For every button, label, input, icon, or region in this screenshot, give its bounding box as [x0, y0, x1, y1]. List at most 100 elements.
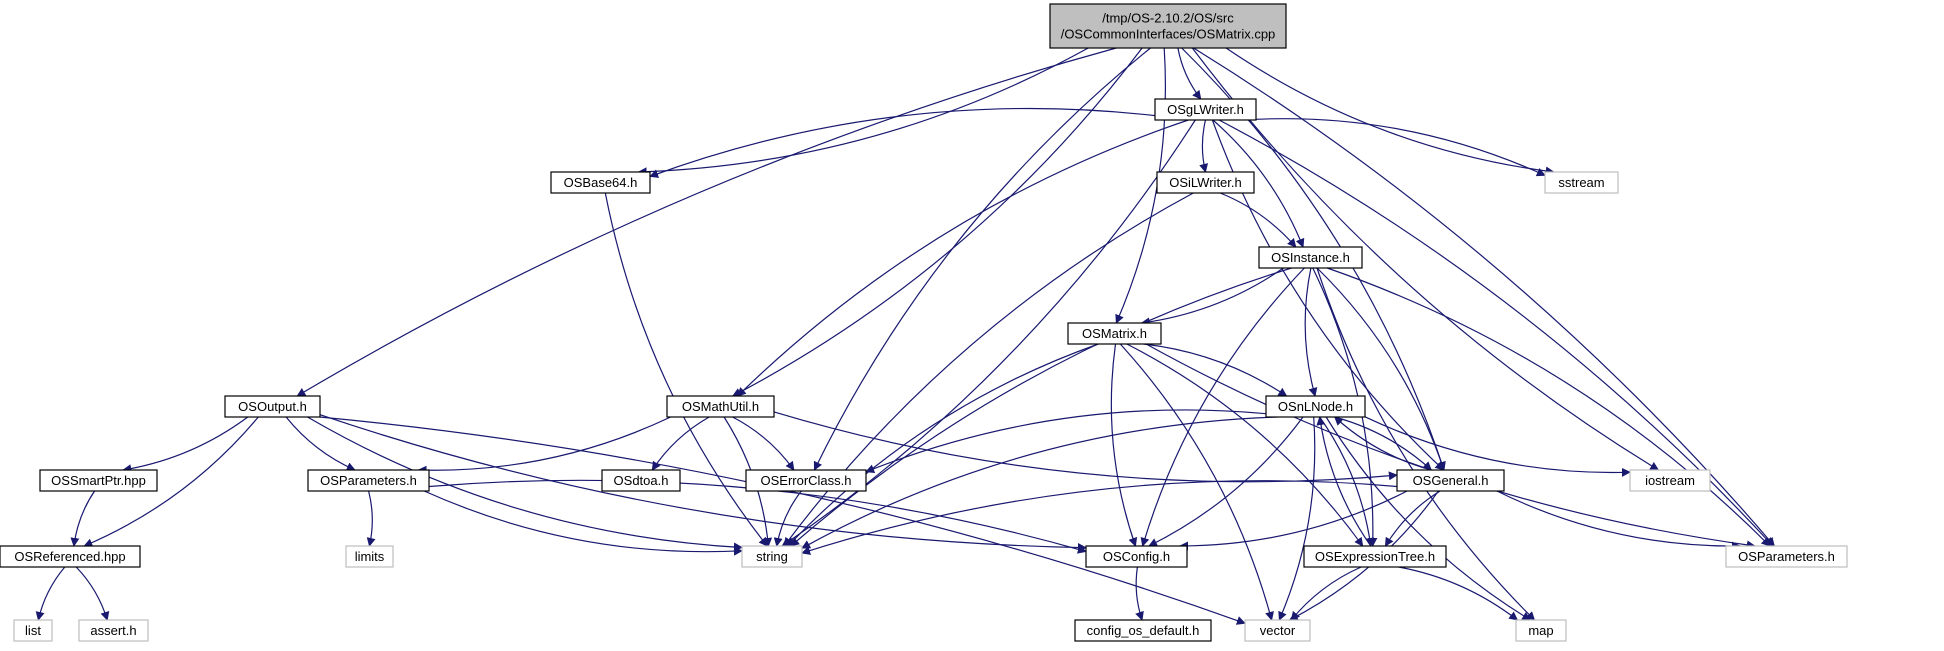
node-box — [13, 619, 53, 642]
node-map: map — [1515, 619, 1567, 642]
edge-line — [366, 490, 376, 547]
node-label: OSSmartPtr.hpp — [51, 473, 146, 488]
node-label: OSBase64.h — [564, 175, 638, 190]
edge-line — [801, 480, 1398, 555]
edge-OSMathUtil_h-to-OSParameters_h_l — [417, 416, 671, 475]
node-label: /tmp/OS-2.10.2/OS/src — [1102, 11, 1234, 26]
node-box — [741, 545, 803, 568]
node-label: OSInstance.h — [1271, 250, 1350, 265]
edge-line — [1325, 416, 1532, 621]
node-label: OSMatrix.h — [1082, 326, 1147, 341]
edge-line — [1119, 343, 1274, 621]
node-box — [307, 469, 430, 492]
node-config-os-default-h[interactable]: config_os_default.h — [1074, 619, 1212, 642]
node-label: OSErrorClass.h — [760, 473, 851, 488]
node-label: OSConfig.h — [1103, 549, 1170, 564]
node-osexpressiontree-h[interactable]: OSExpressionTree.h — [1303, 545, 1447, 568]
edge-root-to-OSBase64_h — [637, 47, 1089, 177]
node-label: OSParameters.h — [1738, 549, 1835, 564]
node-osconfig-h[interactable]: OSConfig.h — [1085, 545, 1188, 568]
edge-OSgLWriter_h-to-sstream — [1255, 118, 1546, 177]
nodes-layer: /tmp/OS-2.10.2/OS/src/OSCommonInterfaces… — [0, 3, 1848, 642]
edge-root-to-OSMathUtil_h — [732, 47, 1143, 397]
edge-OSOutput_h-to-OSParameters_h_l — [285, 416, 356, 471]
node-label: string — [756, 549, 788, 564]
edge-line — [1110, 343, 1138, 547]
edge-line — [790, 267, 1292, 547]
node-vector: vector — [1244, 619, 1311, 642]
edge-line — [1140, 267, 1305, 547]
edge-OSgLWriter_h-to-string — [781, 119, 1196, 547]
edge-OSnLNode_h-to-OSErrorClass_h — [865, 409, 1267, 473]
node-osmatrix-h[interactable]: OSMatrix.h — [1067, 322, 1162, 345]
edge-OSiLWriter_h-to-string — [783, 192, 1194, 547]
node-limits: limits — [345, 545, 394, 568]
edge-OSMatrix_h-to-vector — [1119, 343, 1274, 621]
node-box — [1258, 246, 1363, 269]
node-label: OSReferenced.hpp — [14, 549, 125, 564]
node-assert-h: assert.h — [78, 619, 149, 642]
edge-root-to-OSParameters_h_r — [1193, 47, 1775, 547]
node-osparameters-h-l[interactable]: OSParameters.h — [307, 469, 430, 492]
node-label: OSOutput.h — [238, 399, 307, 414]
node-osinstance-h[interactable]: OSInstance.h — [1258, 246, 1363, 269]
edge-line — [1219, 192, 1297, 248]
node-box — [1396, 469, 1505, 492]
edge-OSExpressionTree_h-to-vector — [1290, 566, 1362, 621]
edge-line — [1334, 416, 1432, 471]
node-osoutput-h[interactable]: OSOutput.h — [224, 395, 321, 418]
edge-line — [787, 343, 1099, 547]
node-box — [550, 171, 651, 194]
edge-OSParameters_h_l-to-string — [423, 490, 743, 556]
node-osnlnode-h[interactable]: OSnLNode.h — [1265, 395, 1366, 418]
edge-OSOutput_h-to-vector — [319, 416, 1246, 625]
edge-root-to-OSErrorClass_h — [813, 47, 1151, 471]
node-osglwriter-h[interactable]: OSgLWriter.h — [1154, 98, 1257, 121]
node-osdtoa-h[interactable]: OSdtoa.h — [601, 469, 681, 492]
edge-line — [865, 409, 1267, 473]
edge-line — [1225, 47, 1555, 176]
node-label: OSExpressionTree.h — [1315, 549, 1435, 564]
node-osreferenced-hpp[interactable]: OSReferenced.hpp — [0, 545, 141, 568]
node-label: map — [1528, 623, 1553, 638]
edge-OSMathUtil_h-to-OSGeneral_h — [773, 411, 1398, 483]
edge-line — [1145, 343, 1756, 550]
node-label: config_os_default.h — [1087, 623, 1200, 638]
edge-line — [35, 566, 66, 621]
node-box — [1244, 619, 1311, 642]
node-osbase64-h[interactable]: OSBase64.h — [550, 171, 651, 194]
edge-line — [296, 47, 1117, 397]
edge-line — [649, 107, 1156, 178]
node-box — [345, 545, 394, 568]
edge-line — [1316, 267, 1536, 621]
edge-line — [1278, 416, 1316, 621]
node-osilwriter-h[interactable]: OSiLWriter.h — [1156, 171, 1255, 194]
node-ossmartptr-hpp[interactable]: OSSmartPtr.hpp — [39, 469, 158, 492]
edge-OSBase64_h-to-string — [604, 192, 768, 547]
node-root[interactable]: /tmp/OS-2.10.2/OS/src/OSCommonInterfaces… — [1049, 3, 1287, 49]
edge-line — [1255, 118, 1546, 177]
edge-line — [417, 416, 671, 475]
edge-OSInstance_h-to-OSnLNode_h — [1304, 267, 1318, 397]
node-sstream: sstream — [1544, 171, 1619, 194]
node-osgeneral-h[interactable]: OSGeneral.h — [1396, 469, 1505, 492]
edge-line — [1316, 267, 1446, 471]
edge-OSGeneral_h-to-OSExpressionTree_h — [1384, 490, 1441, 547]
node-box — [1074, 619, 1212, 642]
edge-OSOutput_h-to-OSReferenced_hpp — [83, 416, 259, 547]
node-osmathutil-h[interactable]: OSMathUtil.h — [666, 395, 775, 418]
edge-root-to-OSgLWriter_h — [1177, 47, 1202, 100]
edge-OSGeneral_h-to-OSnLNode_h — [1334, 416, 1432, 471]
node-label: OSiLWriter.h — [1169, 175, 1241, 190]
edge-line — [1148, 416, 1304, 547]
node-oserrorclass-h[interactable]: OSErrorClass.h — [745, 469, 867, 492]
node-list: list — [13, 619, 53, 642]
edge-line — [732, 47, 1143, 397]
edge-OSnLNode_h-to-iostream — [1364, 416, 1631, 477]
node-box — [1154, 98, 1257, 121]
node-box — [1156, 171, 1255, 194]
edge-OSMatrix_h-to-OSConfig_h — [1110, 343, 1138, 547]
edge-OSgLWriter_h-to-OSMathUtil_h — [736, 119, 1189, 397]
edge-OSReferenced_hpp-to-assert_h — [75, 566, 110, 621]
edge-line — [651, 416, 710, 471]
